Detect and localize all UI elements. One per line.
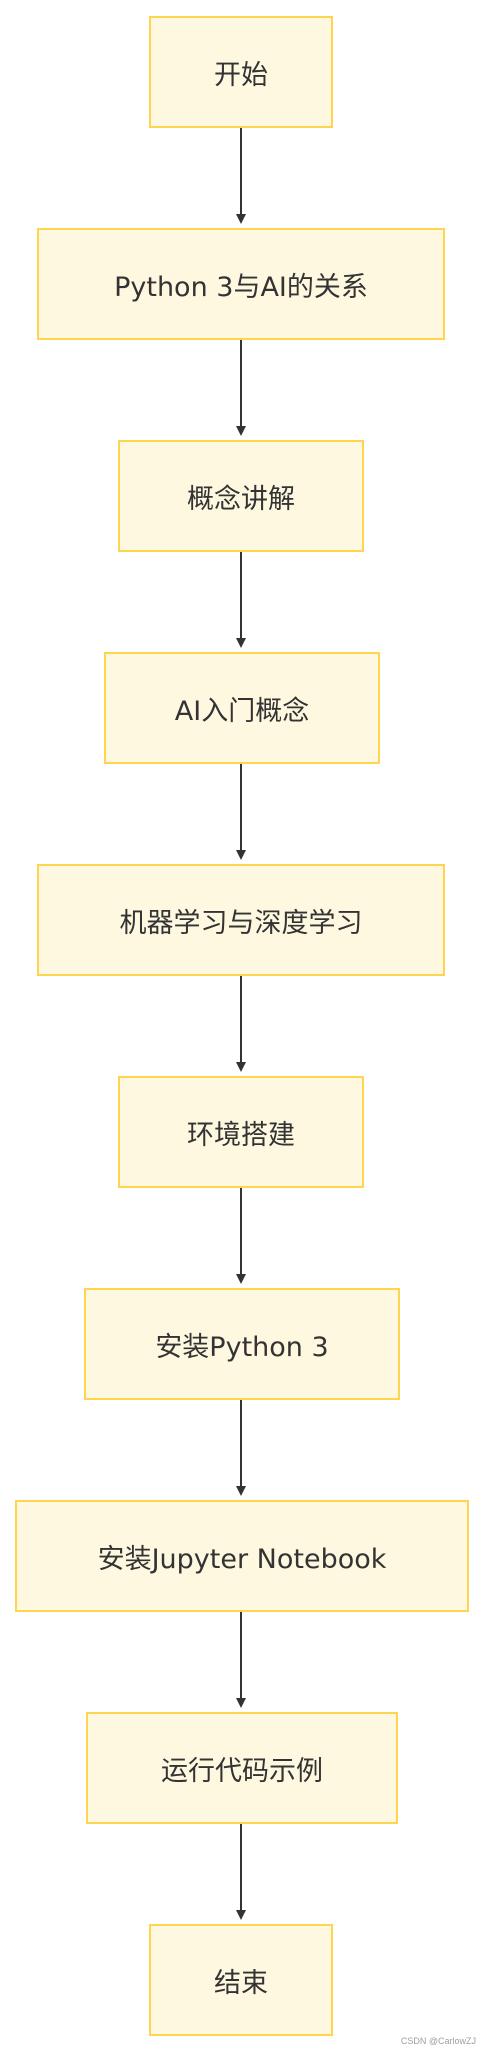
node-ml-dl: 机器学习与深度学习 [37,864,445,976]
node-run-code-example: 运行代码示例 [86,1712,398,1824]
node-concept-explanation: 概念讲解 [118,440,364,552]
watermark-text: CSDN @CarlowZJ [400,2036,476,2046]
node-python-ai-relation: Python 3与AI的关系 [37,228,445,340]
node-install-python: 安装Python 3 [84,1288,400,1400]
node-end: 结束 [149,1924,333,2036]
node-ai-intro-concepts: AI入门概念 [104,652,380,764]
node-start: 开始 [149,16,333,128]
node-install-jupyter: 安装Jupyter Notebook [15,1500,469,1612]
node-env-setup: 环境搭建 [118,1076,364,1188]
